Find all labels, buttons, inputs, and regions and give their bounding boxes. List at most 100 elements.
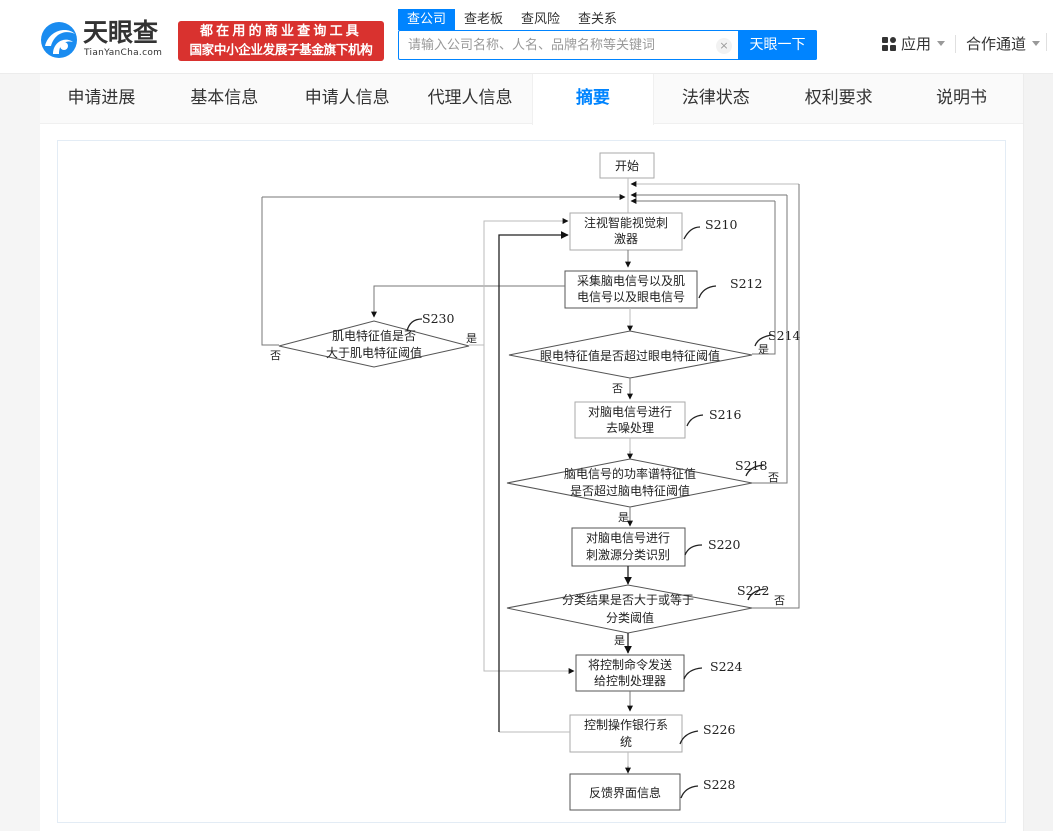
flowchart-text: 是 [614,634,625,647]
tab-application-progress[interactable]: 申请进展 [67,88,136,108]
step-s220: 对脑电信号进行 刺激源分类识别 S220 [571,527,740,567]
partner-channel-label: 合作通道 [966,35,1027,53]
tab-abstract[interactable]: 摘要 [531,74,655,125]
tab-applicant-info[interactable]: 申请人信息 [304,88,390,108]
s230-no-loop [261,197,279,346]
callout-curve [406,318,423,332]
flowchart-text: S214 [768,328,800,343]
flowchart-text: 反馈界面信息 [589,785,661,800]
flowchart-text: S216 [709,407,741,422]
flowchart-text: 电信号以及眼电信号 [577,290,685,304]
start-node: 开始 [599,152,655,179]
s222-no-loop [752,184,800,609]
header-nav: 应用 合作通道 [882,33,1041,54]
callout-curve [680,785,699,799]
logo-name: 天眼查 [83,18,159,47]
step-s224: 将控制命令发送 给控制处理器 S224 [575,654,742,692]
decision-s230: 肌电特征值是否 大于肌电特征阈值 S230 是 否 [270,311,477,368]
flowchart-text: 对脑电信号进行 [588,405,672,419]
apps-menu[interactable]: 应用 [882,33,946,54]
search-tab-risk[interactable]: 查风险 [521,12,561,27]
slogan-line-1: 都在用的商业查询工具 [199,24,362,39]
chevron-down-icon [1032,41,1041,46]
flowchart-text: S212 [730,276,762,291]
page-scrollbar[interactable] [1023,74,1053,831]
s218-no-loop [752,195,788,484]
flowchart-text: 眼电特征值是否超过眼电特征阈值 [540,348,720,363]
clear-search-button[interactable]: × [716,38,732,54]
s230-yes-to-s224 [483,345,575,674]
flowchart-text: 统 [620,735,632,749]
search-tab-company[interactable]: 查公司 [398,9,456,30]
search-tab-relation[interactable]: 查关系 [578,12,618,27]
tianyancha-eye-icon [41,22,77,58]
to-s230-line [371,285,565,318]
tab-agent-info[interactable]: 代理人信息 [427,88,513,108]
flowchart-text: 否 [270,349,281,362]
tab-legal-status[interactable]: 法律状态 [681,88,750,108]
decision-s222: 分类结果是否大于或等于 分类阈值 S222 否 是 [506,583,785,647]
s230-yes-line [469,218,569,346]
abstract-figure: 开始 注视智能视觉刺 激器 S210 采集脑电信号以及肌 电信号以及眼电信号 S… [57,140,1006,823]
flowchart-text: S226 [703,722,735,737]
callout-curve [683,226,701,240]
flowchart-text: S218 [735,458,767,473]
apps-grid-icon [882,36,896,51]
nav-divider [955,34,957,53]
s214-yes-loop [752,201,776,355]
tab-description[interactable]: 说明书 [936,88,988,108]
flowchart-text: 给控制处理器 [594,674,666,688]
flowchart-text: S228 [703,777,735,792]
slogan-line-2: 国家中小企业发展子基金旗下机构 [189,42,373,57]
apps-menu-label: 应用 [901,35,932,53]
flowchart-text: 注视智能视觉刺 [584,215,668,230]
detail-tabs: 申请进展 基本信息 申请人信息 代理人信息 摘要 法律状态 权利要求 说明书 [40,74,1023,125]
callout-curve [683,667,703,680]
partner-channel-menu[interactable]: 合作通道 [966,33,1041,54]
flowchart-text: 是 [466,332,477,345]
flowchart-text: S210 [705,217,737,232]
flowchart-text: S230 [422,311,454,326]
callout-curve [754,334,773,347]
slogan-banner: 都在用的商业查询工具 国家中小企业发展子基金旗下机构 [178,21,384,61]
flowchart-text: 脑电信号的功率谱特征值 [564,466,696,481]
callout-curve [698,285,717,299]
flowchart-text: 肌电特征值是否 [332,328,416,343]
logo-url: TianYanCha.com [84,48,163,58]
step-s212: 采集脑电信号以及肌 电信号以及眼电信号 S212 [564,270,762,309]
callout-curve [679,730,699,745]
flowchart-text: 激器 [614,232,638,246]
search-input[interactable] [399,31,739,59]
callout-curve [684,544,703,556]
tab-basic-info[interactable]: 基本信息 [190,88,259,108]
tianyancha-logo[interactable]: 天眼查 TianYanCha.com [39,18,174,62]
flowchart-text: 对脑电信号进行 [586,531,670,545]
search-button[interactable]: 天眼一下 [738,30,817,60]
flowchart-text: 否 [774,594,785,607]
flowchart-text: 是 [758,343,769,356]
flowchart-text: 分类结果是否大于或等于 [562,593,694,607]
flowchart-text: 大于肌电特征阈值 [326,345,422,360]
flowchart-text: S220 [708,537,740,552]
search-tab-boss[interactable]: 查老板 [464,12,504,27]
step-s226: 控制操作银行系 统 S226 [569,714,735,753]
flowchart-text: 将控制命令发送 [588,657,672,672]
step-s216: 对脑电信号进行 去噪处理 S216 [574,401,741,439]
s226-loop-to-s210 [498,231,569,732]
chevron-down-icon [937,41,946,46]
flowchart-text: 去噪处理 [606,421,654,435]
flowchart-text: 控制操作银行系 [584,717,668,732]
nav-divider [1046,33,1047,51]
tab-claims[interactable]: 权利要求 [804,88,873,108]
search-box: × 天眼一下 [398,30,817,60]
top-header: 天眼查 TianYanCha.com 都在用的商业查询工具 国家中小企业发展子基… [0,0,1053,74]
decision-s214: 眼电特征值是否超过眼电特征阈值 S214 是 否 [508,328,800,395]
flowchart: 开始 注视智能视觉刺 激器 S210 采集脑电信号以及肌 电信号以及眼电信号 S… [261,152,800,811]
flowchart-text: S222 [737,583,769,598]
flowchart-text: 刺激源分类识别 [586,548,670,562]
callout-curve [686,414,704,427]
search-type-tabs: 查公司 查老板 查风险 查关系 [398,9,626,30]
flowchart-text: 是否超过脑电特征阈值 [570,483,690,498]
flowchart-text: S224 [710,659,742,674]
step-s228: 反馈界面信息 S228 [569,773,735,811]
